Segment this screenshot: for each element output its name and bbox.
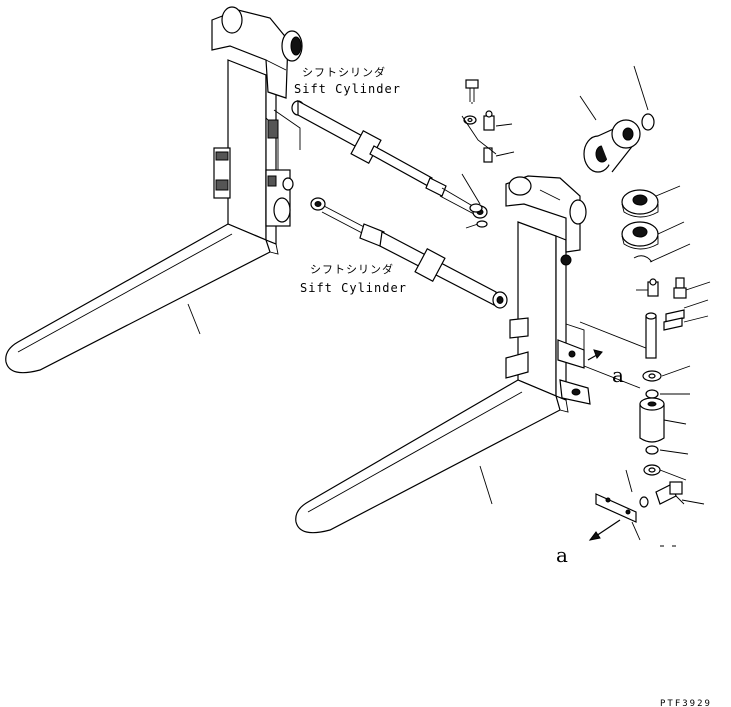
upper-cylinder-label-en: Sift Cylinder xyxy=(294,82,401,96)
lower-cylinder-label-en: Sift Cylinder xyxy=(300,281,407,295)
left-fork xyxy=(5,6,303,374)
callout-labels: シフトシリンダ Sift Cylinder シフトシリンダ Sift Cylin… xyxy=(294,65,712,707)
lower-sift-cylinder xyxy=(310,197,508,309)
drawing-code: PTF3929 xyxy=(660,699,712,707)
hardware-parts xyxy=(461,65,711,547)
right-fork xyxy=(295,175,657,534)
reference-mark-a-bottom: a xyxy=(556,543,568,567)
lower-cylinder-label-jp: シフトシリンダ xyxy=(310,262,394,276)
reference-mark-a-right: a xyxy=(612,363,624,387)
upper-sift-cylinder xyxy=(273,99,488,219)
upper-cylinder-label-jp: シフトシリンダ xyxy=(302,65,386,79)
